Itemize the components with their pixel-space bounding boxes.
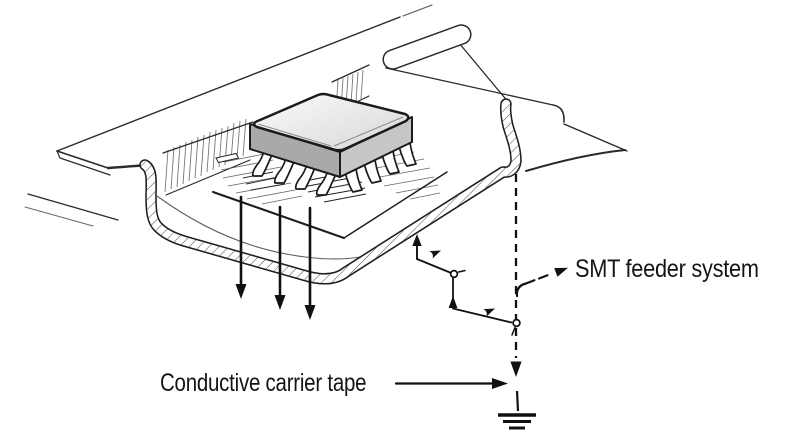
- feeder-branch-arrow: [515, 267, 568, 298]
- switch-contact-circle: [449, 269, 459, 279]
- dashed-connection-line: [510, 174, 522, 377]
- discharge-switch-chain: [412, 234, 521, 336]
- up-arrow: [412, 234, 422, 260]
- switch-blade: [416, 258, 451, 274]
- down-arrow: [274, 205, 286, 310]
- up-arrow: [448, 277, 458, 308]
- up-right-arrowhead: [554, 267, 568, 277]
- pocket-down-arrows: [235, 195, 316, 320]
- down-arrow: [304, 206, 316, 320]
- ground-symbol: [498, 390, 536, 430]
- tape-cross-section-band: [139, 98, 522, 285]
- smt-feeder-system-label: SMT feeder system: [575, 255, 759, 283]
- motion-arrow-flag: [429, 250, 441, 259]
- down-arrowhead: [510, 361, 522, 377]
- smd-chip: [249, 92, 417, 196]
- down-arrow: [235, 195, 247, 299]
- conductive-carrier-tape-label: Conductive carrier tape: [160, 369, 367, 397]
- carrier-tape-pointer-arrow: [394, 378, 508, 389]
- switch-blade: [452, 307, 513, 324]
- motion-arrow-flag: [483, 308, 495, 317]
- chip-top-face: [252, 92, 410, 152]
- tape-left-end-face: [56, 150, 144, 176]
- sprocket-hole: [382, 24, 472, 70]
- switch-contact-circle: [512, 318, 521, 328]
- pocket-wall-texture: [164, 69, 364, 193]
